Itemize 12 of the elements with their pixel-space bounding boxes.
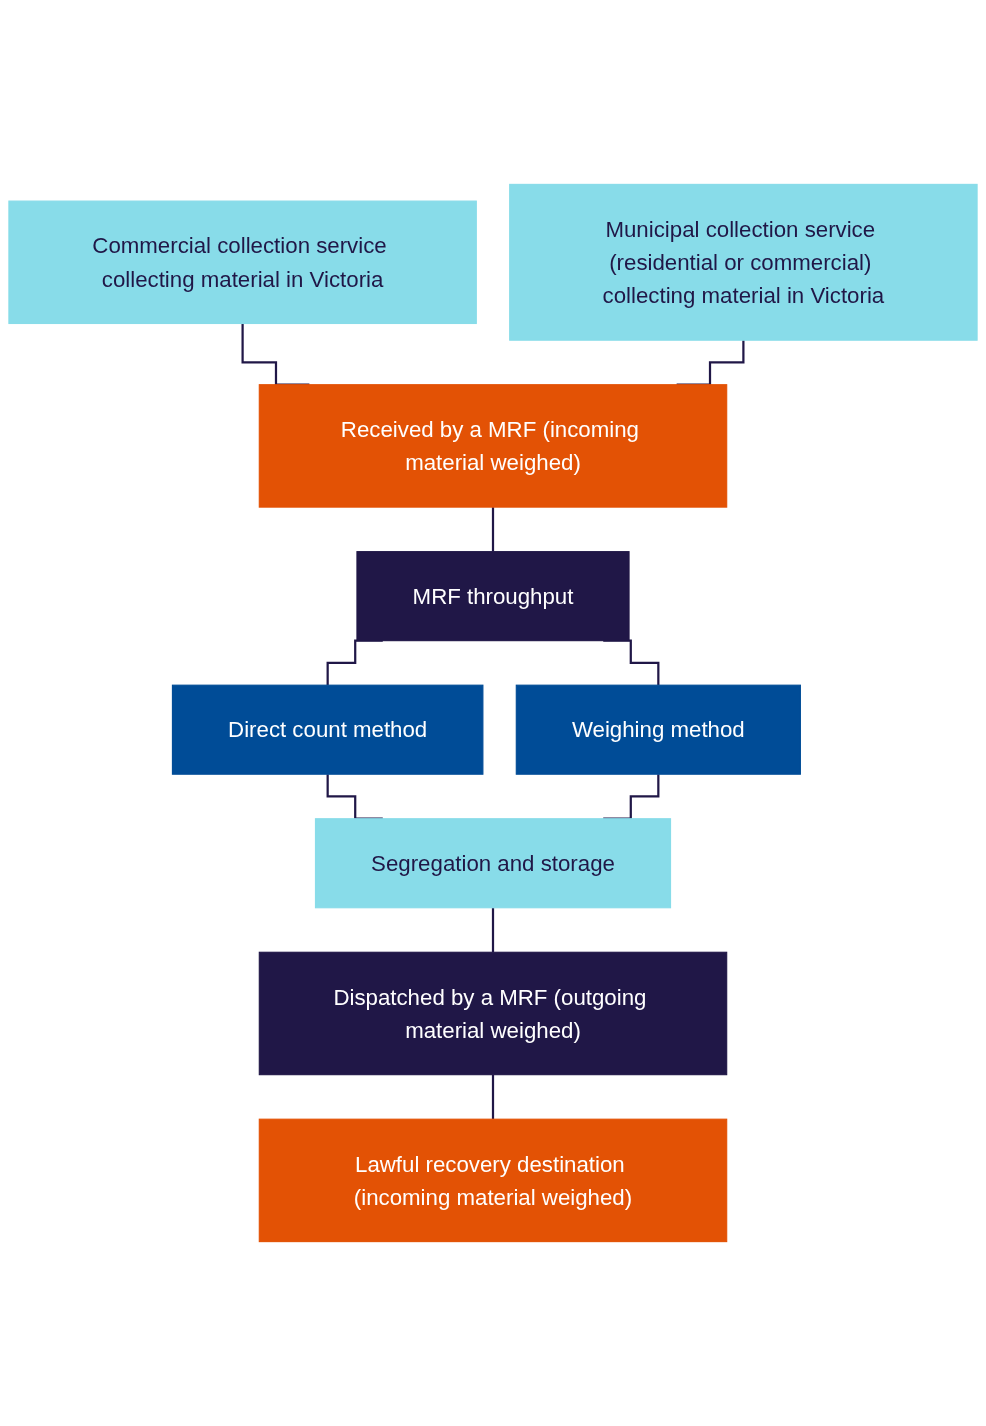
node-box: Received by a MRF (incoming material weighed) (258, 384, 728, 508)
node-box: Direct count method (171, 684, 484, 775)
node-box: MRF throughput (356, 551, 630, 642)
connector (491, 906, 495, 954)
connector (491, 1073, 495, 1121)
connector (491, 506, 495, 553)
node-box: Municipal collection service (residential or commercial) collecting material in Victoria (509, 183, 978, 341)
node-box: Dispatched by a MRF (outgoing material weighed) (258, 951, 728, 1076)
node-box: Segregation and storage (314, 818, 672, 909)
node-box: Lawful recovery destination (incoming material weighed) (258, 1118, 728, 1243)
node-box: Commercial collection service collecting material in Victoria (8, 200, 477, 325)
node-box: Weighing method (515, 684, 801, 775)
